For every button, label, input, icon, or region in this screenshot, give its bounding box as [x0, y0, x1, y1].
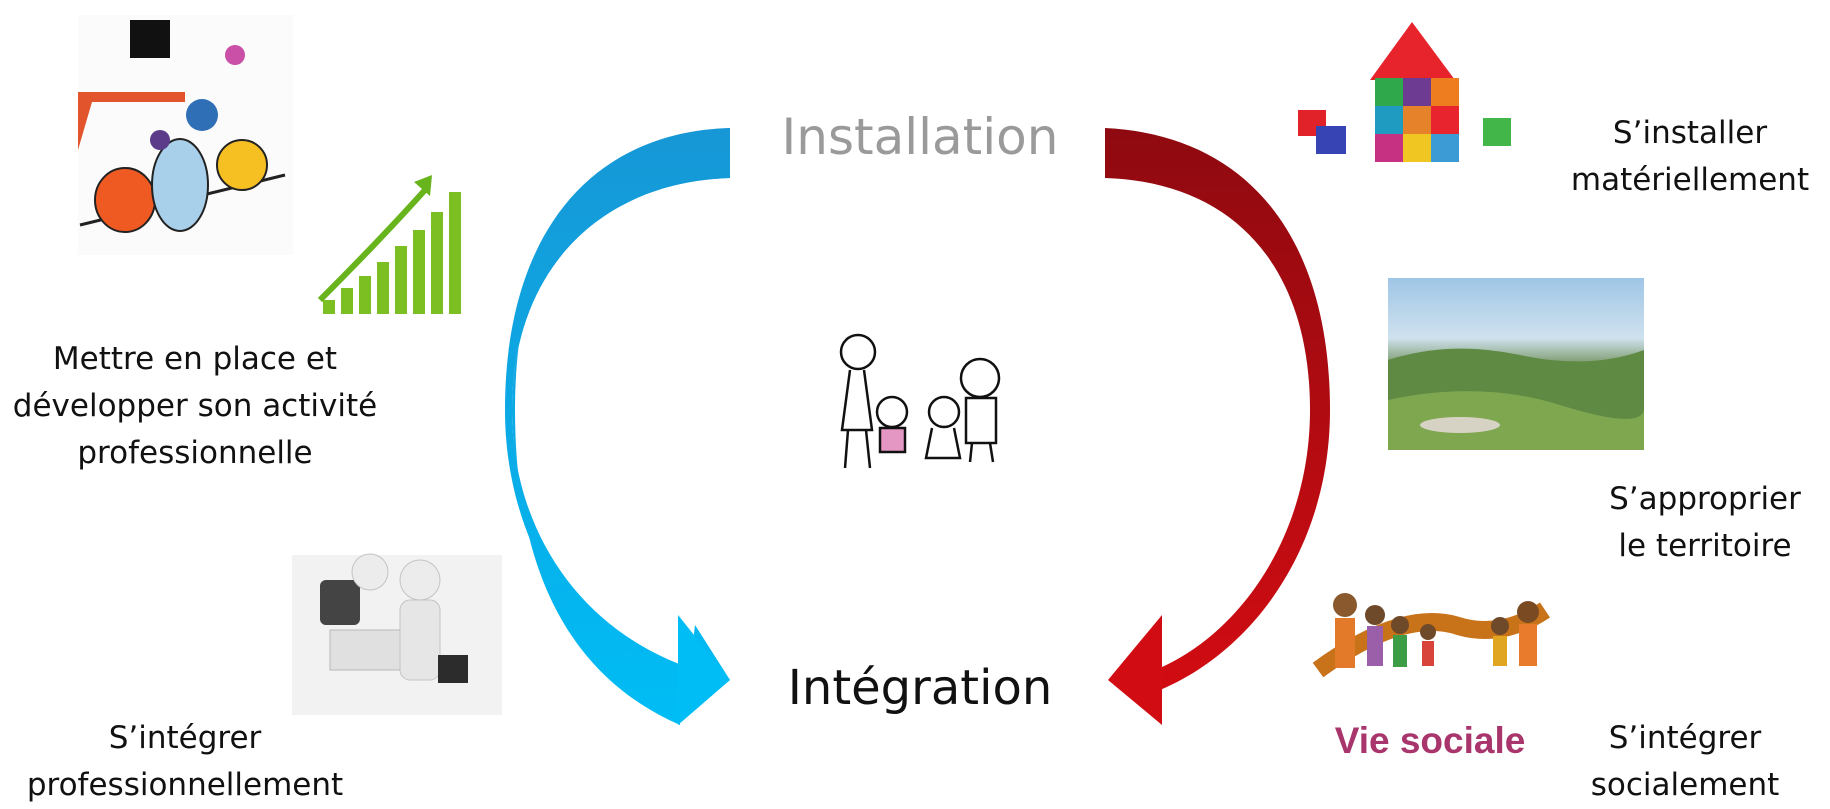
caption-settle-materially: S’installer matériellement	[1555, 110, 1825, 204]
caption-line: Mettre en place et	[52, 341, 338, 377]
left-blue-arrow	[505, 128, 730, 725]
growth-chart-icon	[317, 175, 461, 314]
caption-appropriate-territory: S’approprier le territoire	[1585, 476, 1825, 570]
machine-illustration	[78, 15, 293, 255]
handshake-illustration	[292, 553, 502, 715]
caption-line: matériellement	[1570, 162, 1810, 198]
right-red-arrow	[1105, 128, 1330, 725]
caption-line: S’approprier	[1609, 481, 1801, 517]
caption-line: S’intégrer	[1608, 720, 1762, 756]
caption-line: professionnelle	[77, 435, 313, 471]
caption-professional-activity: Mettre en place et développer son activi…	[5, 336, 385, 477]
title-integration: Intégration	[787, 660, 1053, 716]
caption-line: professionnellement	[26, 767, 344, 803]
crowd-illustration	[1312, 593, 1550, 678]
caption-integrate-socially: S’intégrer socialement	[1565, 715, 1805, 809]
caption-line: le territoire	[1618, 528, 1792, 564]
family-illustration	[839, 333, 1001, 469]
vie-sociale-label: Vie sociale	[1334, 720, 1526, 761]
caption-line: S’intégrer	[108, 720, 262, 756]
title-installation: Installation	[781, 108, 1059, 166]
landscape-photo	[1388, 278, 1644, 450]
caption-line: socialement	[1590, 767, 1780, 803]
caption-line: S’installer	[1612, 115, 1768, 151]
blocks-house-illustration	[1298, 22, 1511, 162]
caption-line: développer son activité	[12, 388, 378, 424]
caption-integrate-professionally: S’intégrer professionnellement	[10, 715, 360, 809]
